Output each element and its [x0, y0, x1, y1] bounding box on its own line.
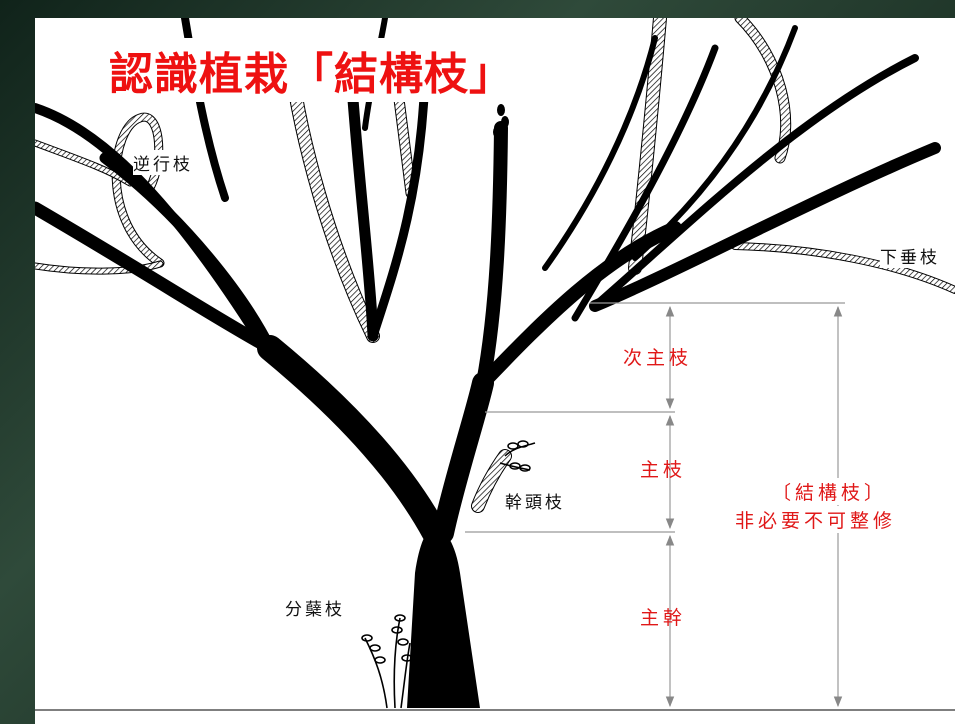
tiller-branch-label: 分蘖枝 — [285, 600, 345, 620]
main-branch-left — [257, 335, 448, 546]
structure-note-label: 非必要不可整修 — [735, 506, 897, 533]
secondary-branch-left-a — [35, 201, 277, 355]
tiller-shoots — [361, 614, 413, 709]
diagram-canvas: 認識植栽「結構枝」 逆行枝 下垂枝 次主枝 主枝 主幹 幹頭枝 分蘖枝 〔結構枝… — [35, 18, 955, 724]
secondary-branch-right-b — [589, 142, 941, 312]
structural-tree — [35, 18, 941, 708]
trunk-head-leaves — [499, 440, 536, 472]
vertical-shoot — [493, 104, 509, 148]
tree-trunk — [407, 528, 480, 708]
main-branch-label: 主枝 — [640, 459, 687, 481]
trunk-head-branch — [471, 449, 512, 513]
secondary-branch-upper-right — [632, 25, 798, 261]
secondary-branch-right-c — [591, 54, 919, 310]
trunk-head-branch-label: 幹頭枝 — [505, 493, 565, 513]
left-hatched-branch — [35, 139, 134, 187]
secondary-branch-center-b — [368, 73, 430, 341]
lower-left-hatched-branch — [35, 260, 164, 275]
main-branch-right — [432, 372, 494, 544]
secondary-branch-right-d — [571, 44, 719, 322]
drooping-branch-label: 下垂枝 — [880, 243, 940, 268]
far-right-hatched-branch — [734, 18, 792, 164]
page-title: 認識植栽「結構枝」 — [103, 38, 520, 102]
structure-branch-label: 〔結構枝〕 — [772, 478, 888, 505]
trunk-label: 主幹 — [640, 607, 687, 629]
drooping-branch — [731, 242, 955, 294]
tree-diagram — [35, 18, 955, 711]
secondary-branch-center-c — [476, 121, 508, 390]
secondary-branch-label: 次主枝 — [623, 347, 693, 369]
secondary-branch-right-a — [476, 221, 682, 390]
secondary-branch-left-c — [35, 103, 270, 353]
retrograde-branch-label: 逆行枝 — [133, 150, 193, 175]
secondary-branch-top-right — [542, 35, 658, 271]
